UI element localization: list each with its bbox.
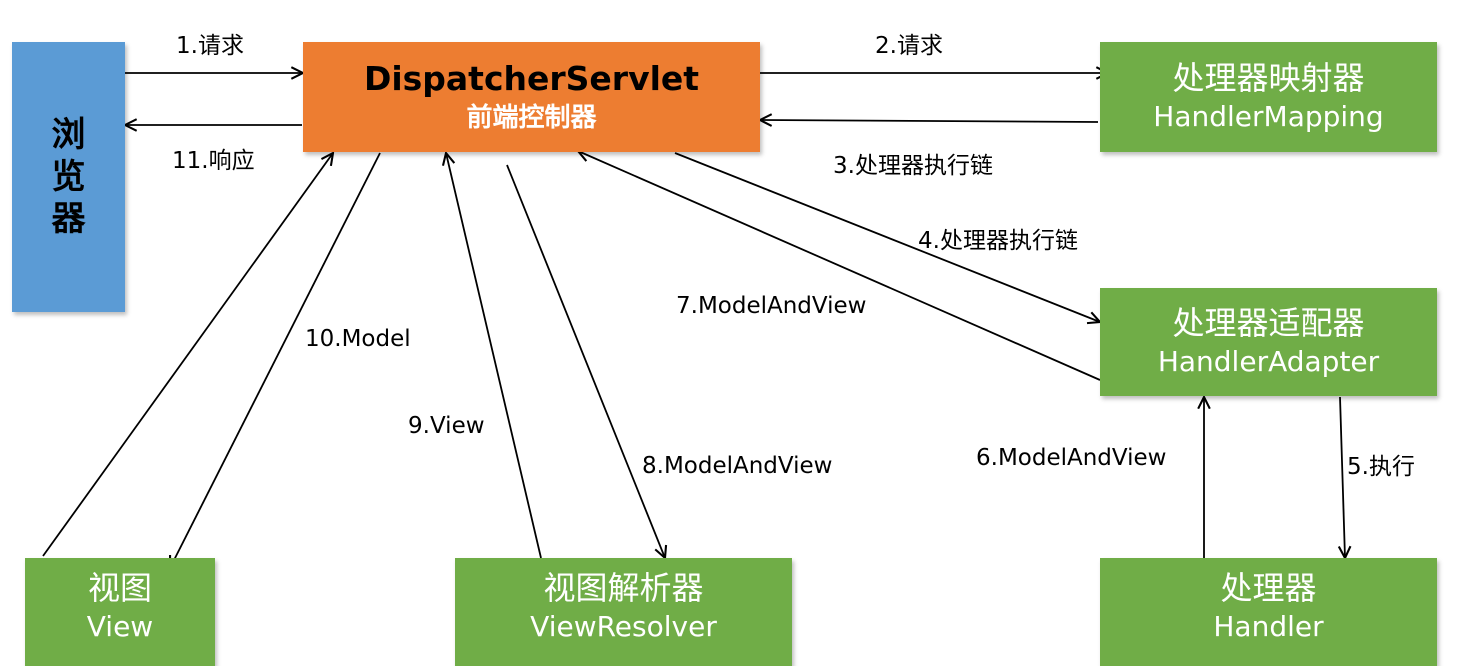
edge-5-arrow [1340, 396, 1345, 558]
edge-10-arrow [170, 152, 381, 568]
edge-2-label: 2.请求 [875, 33, 943, 59]
handler-node: 处理器 Handler [1100, 558, 1437, 666]
edge-3-arrow [760, 120, 1099, 122]
edge-5-label: 5.执行 [1347, 454, 1415, 480]
edge-9-label: 9.View [408, 413, 485, 439]
browser-node: 浏览器 [12, 42, 125, 312]
browser-label: 浏览器 [51, 115, 86, 239]
dispatcher-servlet-node: DispatcherServlet 前端控制器 [303, 42, 760, 152]
handler-en: Handler [1213, 610, 1324, 643]
view-en: View [86, 610, 154, 643]
edge-10-label: 10.Model [305, 326, 411, 352]
handler-adapter-en: HandlerAdapter [1157, 345, 1380, 378]
handler-mapping-en: HandlerMapping [1153, 100, 1384, 133]
edge-11-label: 11.响应 [172, 148, 255, 174]
edge-8-label: 8.ModelAndView [642, 453, 833, 479]
dispatcher-subtitle: 前端控制器 [466, 103, 597, 133]
edge-3-label: 3.处理器执行链 [833, 153, 993, 179]
handler-mapping-node: 处理器映射器 HandlerMapping [1100, 42, 1437, 152]
handler-mapping-cn: 处理器映射器 [1172, 59, 1365, 97]
handler-cn: 处理器 [1220, 569, 1317, 607]
view-node: 视图 View [25, 558, 215, 666]
edge-1-label: 1.请求 [176, 33, 244, 59]
edge-8-arrow [506, 164, 665, 558]
dispatcher-title: DispatcherServlet [363, 59, 700, 98]
edge-4-label: 4.处理器执行链 [918, 228, 1078, 254]
edge-10b-arrow [42, 153, 333, 557]
edge-6-label: 6.ModelAndView [976, 445, 1167, 471]
view-resolver-node: 视图解析器 ViewResolver [455, 558, 792, 666]
handler-adapter-node: 处理器适配器 HandlerAdapter [1100, 288, 1437, 396]
view-cn: 视图 [87, 569, 152, 607]
view-resolver-cn: 视图解析器 [543, 569, 704, 607]
handler-adapter-cn: 处理器适配器 [1172, 304, 1365, 342]
edge-7-arrow [578, 151, 1101, 381]
edge-7-label: 7.ModelAndView [676, 293, 867, 319]
edge-4-arrow [674, 152, 1100, 322]
edge-9-arrow [446, 153, 542, 559]
view-resolver-en: ViewResolver [530, 610, 717, 643]
